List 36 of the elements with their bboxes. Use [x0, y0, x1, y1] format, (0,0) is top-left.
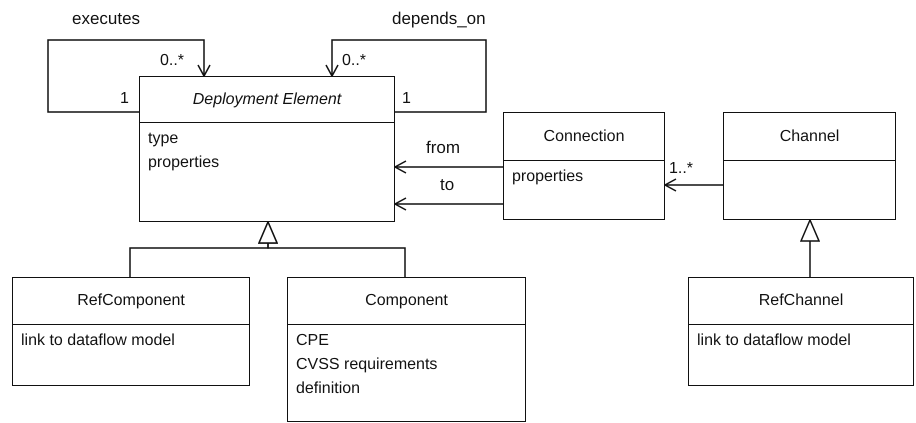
- class-box: [723, 112, 896, 220]
- multiplicity-label: 1..*: [669, 160, 694, 178]
- attribute-text: definition: [296, 379, 362, 399]
- multiplicity-label: 1: [402, 90, 411, 108]
- association-arrow: [47, 39, 211, 113]
- attribute-text: type: [148, 129, 180, 149]
- association-arrow: [394, 160, 503, 174]
- attribute-text: properties: [148, 153, 220, 173]
- class-box: [12, 277, 250, 386]
- edge-label: executes: [72, 10, 140, 28]
- edge-label: from: [426, 139, 460, 157]
- class-name: RefComponent: [77, 292, 185, 310]
- attribute-text: link to dataflow model: [697, 331, 852, 351]
- association-arrow: [664, 178, 723, 192]
- class-name: RefChannel: [758, 292, 844, 310]
- class-box: [688, 277, 914, 386]
- multiplicity-label: 0..*: [160, 52, 184, 70]
- class-name: Deployment Element: [192, 90, 342, 108]
- class-name: Channel: [780, 128, 840, 146]
- class-box: [287, 277, 526, 422]
- attribute-text: link to dataflow model: [21, 331, 176, 351]
- association-arrow: [394, 197, 503, 211]
- attribute-text: CPE: [296, 331, 330, 351]
- edge-label: to: [440, 176, 454, 194]
- attribute-text: properties: [512, 167, 584, 187]
- generalization-arrow: [800, 219, 820, 277]
- class-name: Component: [365, 292, 448, 310]
- multiplicity-label: 1: [120, 90, 129, 108]
- edge-label: depends_on: [392, 10, 486, 28]
- class-box: [139, 76, 395, 222]
- association-arrow: [325, 39, 487, 113]
- attribute-text: CVSS requirements: [296, 355, 438, 375]
- multiplicity-label: 0..*: [342, 52, 366, 70]
- class-name: Connection: [544, 128, 624, 146]
- class-box: [503, 112, 665, 220]
- generalization-arrow: [258, 221, 406, 277]
